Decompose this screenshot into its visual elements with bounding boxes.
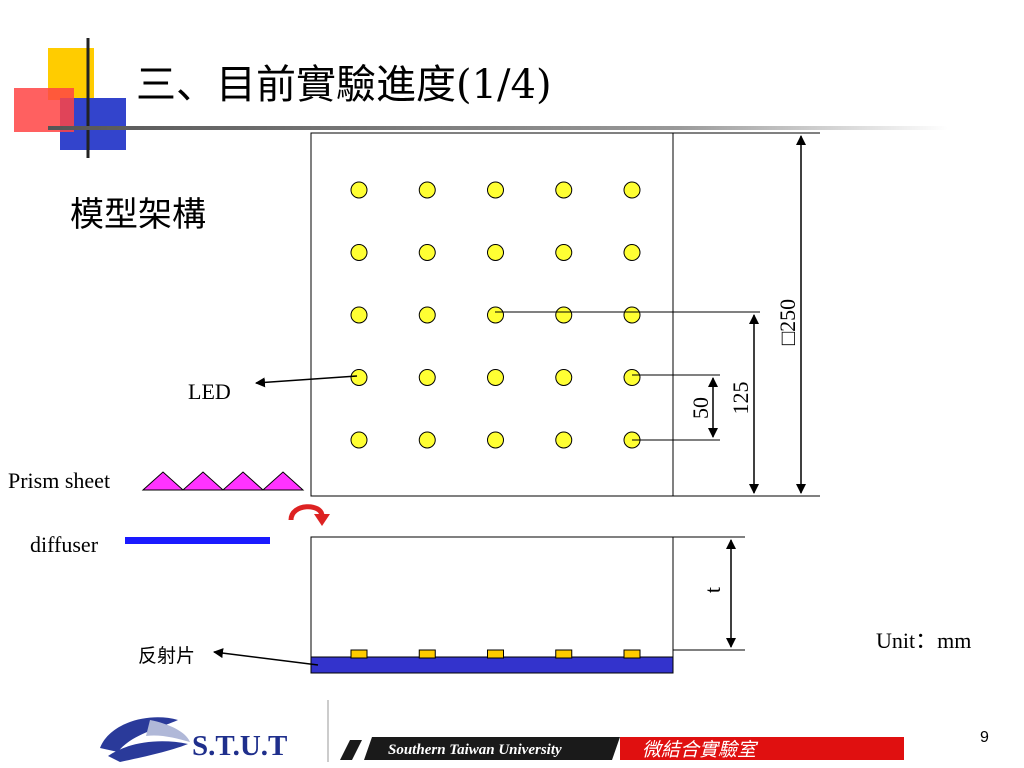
footer-brand: S.T.U.T: [192, 730, 287, 762]
top-view-frame: [310, 132, 674, 497]
top-view: 50 125 □250: [310, 132, 820, 497]
led-pointer-arrow: [255, 375, 358, 388]
led-5-1: [350, 431, 368, 449]
led-3-4: [555, 306, 573, 324]
led-3-5: [623, 306, 641, 324]
prism-sheet-label: Prism sheet: [8, 468, 110, 493]
led-4-5: [623, 369, 641, 386]
led-3-1: [350, 306, 368, 324]
deco-red-square: [14, 88, 74, 132]
led-5-2: [418, 431, 436, 449]
led-3-3: [487, 306, 504, 324]
led-5-3: [487, 431, 504, 449]
led-4-4: [555, 369, 573, 386]
section-subtitle: 模型架構: [70, 195, 206, 235]
footer: S.T.U.T Southern Taiwan University 微結合實驗…: [100, 700, 904, 762]
footer-university: Southern Taiwan University: [388, 742, 562, 758]
dim-label-250: □250: [775, 299, 800, 345]
prism-sheet-shape: [141, 471, 305, 491]
unit-label: Unit：mm: [876, 628, 971, 653]
led-1-3: [487, 181, 504, 199]
side-led-row: [350, 649, 641, 659]
page-title: 三、目前實驗進度(1/4): [136, 62, 552, 108]
led-4-2: [418, 369, 436, 386]
title-underline: [48, 126, 948, 130]
side-led-1: [350, 649, 368, 659]
stut-logo-icon: [100, 717, 190, 762]
reflector-pointer-arrow: [213, 648, 319, 666]
led-1-2: [418, 181, 436, 199]
led-1-5: [623, 181, 641, 199]
led-4-3: [487, 369, 504, 386]
page-number: 9: [980, 729, 989, 746]
footer-dark-bar: [364, 737, 620, 760]
side-led-4: [555, 649, 573, 659]
led-2-1: [350, 244, 368, 261]
dim-label-125: 125: [728, 382, 753, 415]
diffuser-shape: [125, 537, 270, 544]
reflector-plate: [310, 656, 674, 674]
led-2-2: [418, 244, 436, 261]
side-led-2: [418, 649, 436, 659]
footer-lab-name: 微結合實驗室: [642, 739, 759, 761]
led-2-5: [623, 244, 641, 261]
led-3-2: [418, 306, 436, 324]
title-decoration: [14, 38, 948, 158]
reflector-label: 反射片: [138, 645, 195, 667]
side-view: t: [310, 536, 745, 674]
side-view-frame: [310, 536, 674, 658]
led-grid: [350, 181, 641, 449]
led-5-4: [555, 431, 573, 449]
led-2-3: [487, 244, 504, 261]
diffuser-label: diffuser: [30, 532, 99, 557]
side-led-5: [623, 649, 641, 659]
led-1-1: [350, 181, 368, 199]
dim-label-50: 50: [688, 397, 713, 419]
led-4-1: [350, 369, 368, 386]
led-2-4: [555, 244, 573, 261]
led-1-4: [555, 181, 573, 199]
side-led-3: [487, 649, 504, 659]
footer-red-bar: [620, 737, 904, 760]
rotate-arrow-icon: [288, 504, 330, 526]
footer-slash: [340, 740, 362, 760]
dim-label-thickness: t: [700, 587, 725, 593]
led-label: LED: [188, 379, 231, 404]
